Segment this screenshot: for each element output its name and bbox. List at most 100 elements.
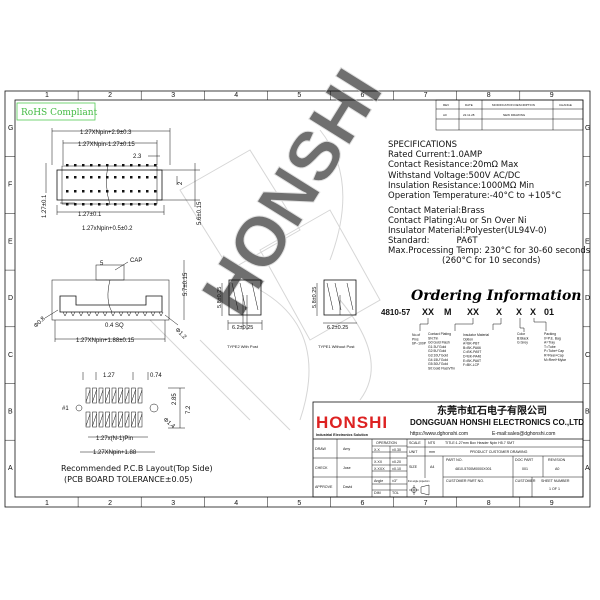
ordering-option: SN:Tin	[428, 336, 438, 340]
pin	[98, 176, 101, 179]
column-marker: 5	[297, 92, 301, 99]
side-view-drawing: 5 CAP 5.7±0.15 Φ0.8 Φ1.2 0.4 SQ 1.27XNpi…	[33, 258, 189, 344]
ordering-option: C=BK-PA9T	[463, 350, 481, 354]
column-marker: 9	[550, 500, 554, 507]
pcb-hole: Φ1.4	[162, 417, 176, 430]
revision-value: A0	[555, 467, 559, 471]
column-marker: 3	[171, 500, 175, 507]
row-marker: E	[8, 238, 13, 245]
pcb-pad	[85, 387, 91, 404]
website: https://www.dghonshi.com	[410, 431, 468, 437]
pcb-pad	[118, 411, 123, 428]
dim-body: 1.27xNpin+0.5±0.2	[82, 226, 133, 232]
part-no: 4810-5700M0000X001	[455, 467, 492, 471]
pin	[102, 311, 108, 317]
pcb-tolerance: (PCB BOARD TOLERANCE±0.05)	[64, 475, 192, 484]
scale-value: NTS	[428, 441, 436, 445]
ordering-option: T=Tube	[544, 345, 556, 349]
pin	[82, 203, 85, 206]
rev-cell: 22.11.28	[463, 113, 475, 117]
row-marker: D	[585, 295, 590, 302]
spec-line: Contact Resistance:20mΩ Max	[388, 160, 518, 170]
column-marker: 6	[361, 500, 365, 507]
approve-name: David	[343, 485, 352, 489]
pcb-span: 1.27x(N-1)Pin	[96, 436, 133, 442]
pcb-pad	[85, 411, 91, 428]
pin	[82, 176, 85, 179]
pcb-pad	[111, 411, 117, 428]
pin	[106, 176, 109, 179]
spec-line: Insulation Resistance:1000MΩ Min	[388, 181, 534, 191]
type2-drawing: 5.8±0.25 6.2±0.25 TYPE2 With Post	[217, 279, 263, 349]
scale-label: SCALE	[409, 441, 421, 445]
pcb-pad	[131, 387, 136, 404]
column-marker: 3	[171, 92, 175, 99]
rev-cell: NEW DRAWING	[503, 113, 526, 117]
ordering-option: S0:Gold Flash/Tin	[428, 366, 455, 370]
ordering-option: D=BK-PA46	[463, 355, 481, 359]
pin	[82, 190, 85, 193]
pin	[118, 311, 124, 317]
ordering-option: G2:5U"Gold	[428, 349, 446, 353]
pcb-pad	[118, 387, 123, 404]
ordering-option: B:Black	[517, 336, 529, 340]
ordering-option: G3:10U"Gold	[428, 354, 448, 358]
code-part: 01	[544, 307, 554, 317]
spec-title: SPECIFICATIONS	[388, 140, 457, 150]
dim-2: 2	[178, 181, 184, 185]
ordering-option: G5:30U"Gold	[428, 362, 448, 366]
spec-line: Contact Plating:Au or Sn Over Ni	[388, 216, 526, 226]
row-marker: F	[585, 182, 589, 189]
code-part: X	[496, 307, 502, 317]
pin	[98, 190, 101, 193]
pin	[66, 176, 69, 179]
tol-dim: X.X	[374, 448, 380, 452]
code-part: X	[530, 307, 536, 317]
pcb-layout-drawing: 1.27 0.74 2.85 7.2 #1 Φ1.4 1.27x(N-1)Pin…	[61, 372, 213, 484]
ordering-option: M=Reel+Mylar	[544, 358, 567, 362]
pin	[154, 190, 157, 193]
pin	[126, 311, 132, 317]
column-marker: 7	[424, 92, 428, 99]
pin	[150, 311, 156, 317]
pin	[146, 176, 149, 179]
code-part: M	[444, 307, 452, 317]
rev-header-date: DATE	[465, 103, 473, 107]
type2-height: 5.8±0.25	[217, 287, 223, 308]
pcb-pad	[124, 387, 130, 404]
pin	[106, 164, 109, 167]
type2-width: 6.2±0.25	[232, 325, 253, 331]
ordering-option: Pins	[412, 337, 419, 341]
code-part: 4810-57	[381, 308, 411, 317]
tol-dim: X.XX	[374, 460, 383, 464]
specifications: SPECIFICATIONS Rated Current:1.0AMP Cont…	[388, 140, 591, 266]
pin	[130, 203, 133, 206]
column-marker: 4	[234, 500, 238, 507]
email: E-mail:sales@dghonshi.com	[492, 431, 555, 437]
pin	[90, 176, 93, 179]
title-block: HONSHI Industrial Electronics Solution 东…	[312, 401, 584, 498]
ordering-option: P=Tube+Cap	[544, 349, 564, 353]
ordering-option: 6P~100P	[412, 342, 427, 346]
pin	[94, 311, 100, 317]
draw-label: DRAW	[315, 447, 326, 451]
pin	[78, 311, 84, 317]
spec-line: (260°C for 10 seconds)	[388, 256, 540, 266]
pin	[90, 164, 93, 167]
type1-caption: TYPE1 Without Post	[318, 344, 355, 349]
ordering-option: Option	[463, 337, 473, 341]
tol-dim: X.XXX	[374, 467, 385, 471]
dim-2-3: 2.3	[133, 154, 142, 160]
check-name: Jose	[343, 466, 351, 470]
pin	[66, 164, 69, 167]
ordering-option: Color	[517, 332, 526, 336]
pcb-pin1: #1	[62, 406, 69, 412]
pcb-pad	[105, 387, 110, 404]
ordering-option: A=Tray	[544, 341, 555, 345]
pin	[114, 176, 117, 179]
company-name-cn: 东莞市虹石电子有限公司	[437, 404, 547, 417]
row-marker: A	[585, 465, 590, 472]
pin	[98, 164, 101, 167]
approve-label: APPROVE	[315, 485, 333, 489]
row-marker: G	[8, 125, 13, 132]
